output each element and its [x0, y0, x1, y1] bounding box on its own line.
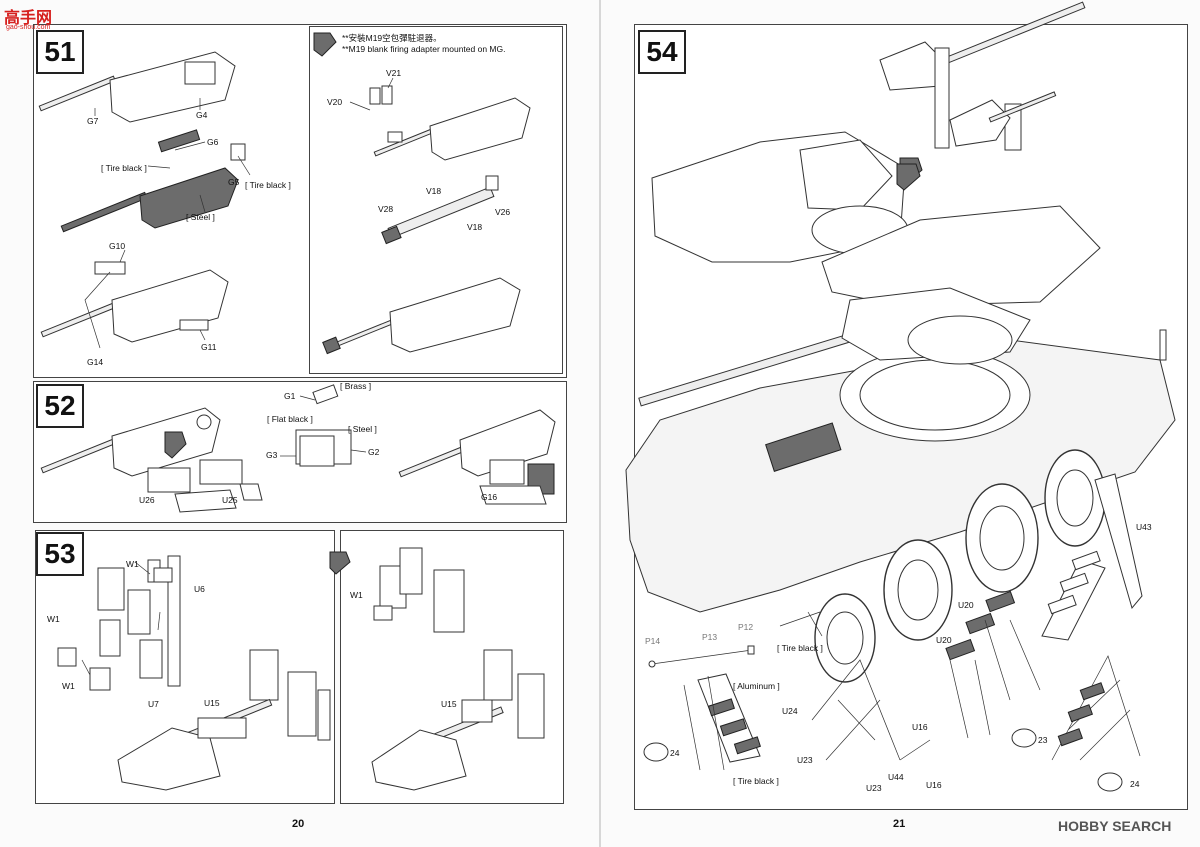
label-u25: U25 — [222, 495, 238, 505]
step-53-assembly — [57, 547, 545, 791]
option-note-english: **M19 blank firing adapter mounted on MG… — [342, 44, 506, 54]
label-tire-black: [ Tire black ] — [245, 180, 291, 190]
label-tire-black: [ Tire black ] — [777, 643, 823, 653]
label-w1: W1 — [350, 590, 363, 600]
label-g10: G10 — [109, 241, 126, 251]
step-54-vehicle — [625, 1, 1176, 792]
step-51-number: 51 — [36, 30, 84, 74]
label-g4: G4 — [196, 110, 208, 120]
label-u16: U16 — [912, 722, 928, 732]
watermark-top-brand: 高手网 — [4, 10, 53, 27]
label-v21: V21 — [386, 68, 402, 78]
step-51-gun-bottom — [40, 249, 229, 349]
label-v28: V28 — [378, 204, 394, 214]
step-52-number: 52 — [36, 384, 84, 428]
page-number-right: 21 — [893, 818, 906, 830]
watermark-top-site: gao-shou.com — [6, 24, 51, 31]
label-part-24: 24 — [1130, 779, 1140, 789]
label-g16: G16 — [481, 492, 498, 502]
label-g2: G2 — [368, 447, 380, 457]
label-u7: U7 — [148, 699, 159, 709]
book-spine — [599, 0, 601, 847]
label-v26: V26 — [495, 207, 511, 217]
label-u23: U23 — [866, 783, 882, 793]
watermark-bottom-brand: HOBBY SEARCH — [1058, 818, 1172, 834]
label-g7: G7 — [87, 116, 99, 126]
label-w1: W1 — [47, 614, 60, 624]
label-g1: G1 — [284, 391, 296, 401]
label-g3: G3 — [266, 450, 278, 460]
option-m19-guns — [313, 32, 531, 355]
label-part-23: 23 — [1038, 735, 1048, 745]
label-u44: U44 — [888, 772, 904, 782]
label-g6: G6 — [207, 137, 219, 147]
label-p14: P14 — [645, 636, 661, 646]
step-51-gun-middle — [60, 129, 251, 233]
label-v18: V18 — [467, 222, 483, 232]
label-u15: U15 — [204, 698, 220, 708]
label-steel: [ Steel ] — [348, 424, 377, 434]
label-aluminum: [ Aluminum ] — [733, 681, 780, 691]
option-note-chinese: **安裝M19空包彈駐退器。 — [342, 33, 442, 43]
label-g14: G14 — [87, 357, 104, 367]
label-v20: V20 — [327, 97, 343, 107]
label-flat-black: [ Flat black ] — [267, 414, 313, 424]
label-v18: V18 — [426, 186, 442, 196]
label-brass: [ Brass ] — [340, 381, 372, 391]
label-u26: U26 — [139, 495, 155, 505]
label-w1: W1 — [62, 681, 75, 691]
page-number-left: 20 — [292, 818, 305, 830]
label-g5: G5 — [228, 177, 240, 187]
label-u24: U24 — [782, 706, 798, 716]
step-51-gun-top — [38, 51, 236, 123]
label-tire-black: [ Tire black ] — [101, 163, 147, 173]
label-steel: [ Steel ] — [186, 212, 215, 222]
label-part-24: 24 — [670, 748, 680, 758]
label-w1: W1 — [126, 559, 139, 569]
step-53-number: 53 — [36, 532, 84, 576]
label-u23: U23 — [797, 755, 813, 765]
label-g11: G11 — [201, 342, 217, 352]
step-54-number: 54 — [638, 30, 686, 74]
label-u20: U20 — [958, 600, 974, 610]
label-p12: P12 — [738, 622, 754, 632]
label-u15: U15 — [441, 699, 457, 709]
step-52-assembly — [40, 384, 556, 513]
label-p13: P13 — [702, 632, 718, 642]
label-u6: U6 — [194, 584, 205, 594]
label-u16: U16 — [926, 780, 942, 790]
label-u43: U43 — [1136, 522, 1152, 532]
label-tire-black: [ Tire black ] — [733, 776, 779, 786]
label-u20: U20 — [936, 635, 952, 645]
